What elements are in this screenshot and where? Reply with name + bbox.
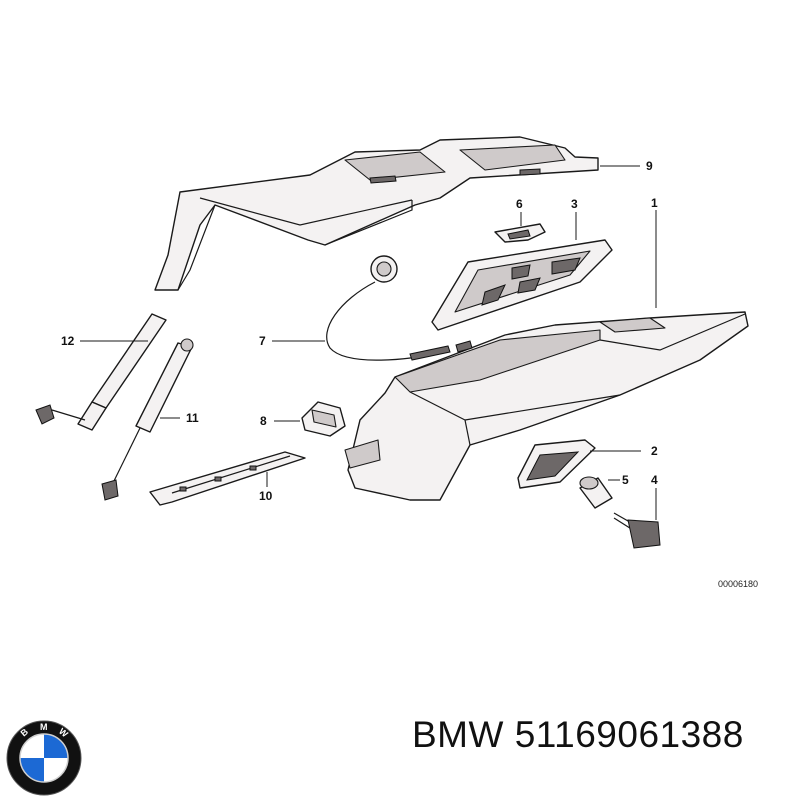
callout-3: 3 [571,197,578,211]
part-5-lock-cylinder [579,476,613,509]
callout-1: 1 [651,196,658,210]
part-8-latch [301,401,346,437]
callout-6: 6 [516,197,523,211]
part-9-upper-carrier [154,136,599,291]
part-11-gas-strut [101,338,194,501]
leader-lines [80,165,657,520]
bmw-logo: B M W [6,720,82,796]
part-1-glovebox-tub [344,311,749,501]
brand-name: BMW [412,714,504,755]
callout-2: 2 [651,444,658,458]
part-6-clip [494,223,546,243]
part-10-mounting-strip [149,451,306,506]
callout-11: 11 [186,411,199,425]
part-7-release-cable [326,255,451,361]
callout-7: 7 [259,334,266,348]
callout-8: 8 [260,414,267,428]
callout-10: 10 [259,489,273,503]
part-12-gas-strut [35,313,167,431]
callout-12: 12 [61,334,75,348]
part-2-handle [517,439,596,489]
part-4-key [613,512,661,549]
callout-5: 5 [622,473,629,487]
diagram-reference-code: 00006180 [718,579,758,589]
part-caption: BMW 51169061388 [412,714,744,756]
part-3-lid-panel [431,239,613,331]
svg-text:M: M [40,722,48,732]
part-number: 51169061388 [514,714,744,755]
callout-9: 9 [646,159,653,173]
callout-labels: 9 1 6 3 12 7 11 8 2 5 4 10 [61,159,658,503]
svg-text:B: B [19,726,31,738]
callout-4: 4 [651,473,658,487]
